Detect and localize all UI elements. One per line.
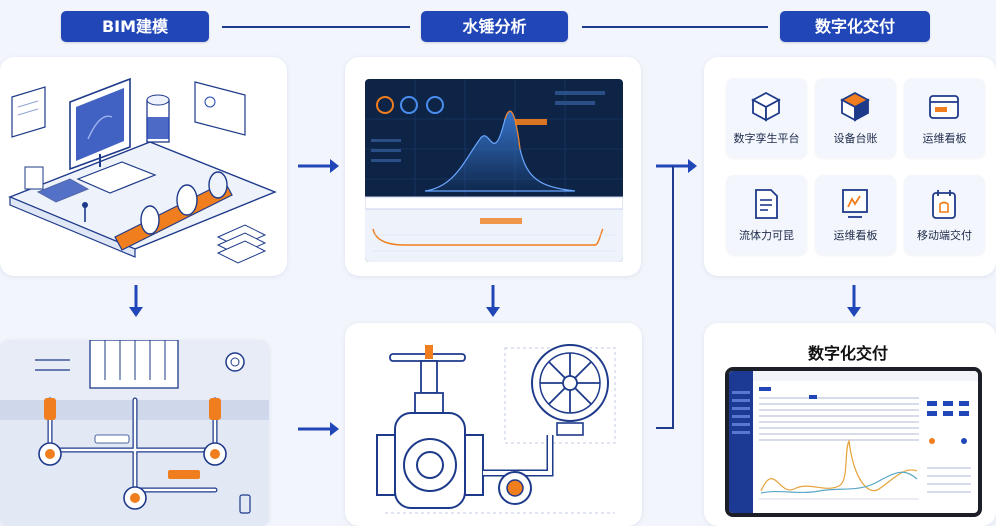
- analysis-screen: [365, 79, 623, 262]
- stage-water-hammer-label: 水锤分析: [421, 11, 568, 42]
- tile-label: 运维看板: [833, 229, 878, 242]
- arrow-down-2: [486, 285, 500, 317]
- arrow-down-3: [847, 285, 861, 317]
- dashboard-tablet: [725, 367, 982, 517]
- arrow-right-1: [298, 159, 339, 173]
- tile-fluid-visual[interactable]: 流体力可昆: [726, 175, 807, 255]
- return-connector-line: [672, 166, 674, 428]
- tile-digital-twin[interactable]: 数字孪生平台: [726, 78, 807, 158]
- arrow-right-4: [298, 422, 339, 436]
- digital-twin-icon: [751, 91, 781, 122]
- equipment-ledger-icon: [840, 91, 870, 122]
- digital-delivery-panel: 数字孪生平台 设备台账 运维看板 流体力可昆 运维看板 移动端交付: [704, 57, 996, 276]
- pipe-network-illustration: [0, 340, 269, 526]
- monitor-chart-icon: [842, 189, 868, 218]
- tile-mobile-delivery[interactable]: 移动端交付: [904, 175, 985, 255]
- dashboard-screen: [729, 371, 978, 513]
- connector-line-1: [222, 26, 410, 28]
- stage-bim-label: BIM建模: [61, 11, 209, 42]
- bim-model-panel: [0, 57, 287, 276]
- arrow-down-1: [129, 285, 143, 317]
- dashboard-content: [729, 371, 978, 513]
- ops-dashboard-icon: [929, 95, 959, 119]
- tile-equipment-ledger[interactable]: 设备台账: [815, 78, 896, 158]
- tile-label: 移动端交付: [917, 229, 972, 242]
- arrow-right-2: [656, 159, 697, 173]
- valve-panel: [345, 323, 642, 526]
- bim-workstation-illustration: [8, 77, 277, 264]
- tile-ops-dashboard-2[interactable]: 运维看板: [815, 175, 896, 255]
- mobile-calendar-icon: [932, 190, 956, 219]
- tile-label: 流体力可昆: [739, 229, 794, 242]
- stage-digital-label: 数字化交付: [780, 11, 930, 42]
- tile-ops-dashboard[interactable]: 运维看板: [904, 78, 985, 158]
- return-connector-foot: [656, 427, 674, 429]
- document-icon: [755, 189, 778, 219]
- tile-label: 运维看板: [922, 132, 967, 145]
- delivery-title: 数字化交付: [808, 344, 889, 363]
- valve-illustration: [376, 344, 616, 514]
- tile-label: 设备台账: [833, 132, 878, 145]
- connector-line-2: [582, 26, 768, 28]
- water-hammer-panel: [345, 57, 641, 276]
- delivery-dashboard-panel: 数字化交付: [704, 323, 996, 526]
- pressure-wave-chart: [365, 79, 623, 262]
- tile-label: 数字孪生平台: [733, 132, 800, 145]
- pipe-network-panel: [0, 340, 269, 526]
